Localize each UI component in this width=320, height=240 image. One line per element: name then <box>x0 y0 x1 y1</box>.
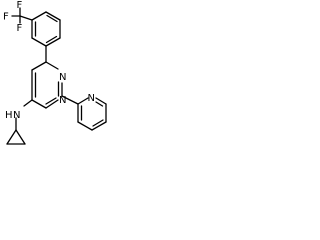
bond-ph-2 <box>45 11 61 21</box>
pyridine-nitrogen-label: N <box>88 93 95 104</box>
bond-pyd-3 <box>91 121 107 131</box>
amine-hydrogen-label: H <box>5 110 13 121</box>
bond-ph-double-2 <box>45 35 58 44</box>
bond-cp-1 <box>6 129 17 145</box>
bond-ph-1 <box>31 11 47 21</box>
bond-pyr-nh <box>23 99 33 107</box>
amine-nitrogen-label: N <box>13 110 20 121</box>
bond-pyr-double-3 <box>45 97 57 105</box>
bond-lines <box>6 7 107 145</box>
bond-pyr-3 <box>45 99 59 109</box>
atom-labels: F F F N N N H N <box>3 0 95 121</box>
fluorine-label-3: F <box>17 23 23 34</box>
chemical-structure: F F F N N N H N <box>3 0 107 145</box>
bond-pyd-double-3 <box>95 101 104 107</box>
bond-pyd-5 <box>95 97 107 105</box>
bond-pyd-6 <box>77 97 89 105</box>
bond-cf3-ring <box>19 15 33 21</box>
fluorine-label-2: F <box>3 12 9 23</box>
bond-ph-5 <box>31 37 47 47</box>
bond-pyr-pyd <box>61 95 79 105</box>
fluorine-label-1: F <box>17 0 23 11</box>
bond-pyr-1 <box>45 61 59 70</box>
pyrimidine-nitrogen-label-right: N <box>59 72 66 83</box>
bond-ph-4 <box>45 37 61 47</box>
bond-ph-double-1 <box>46 14 58 23</box>
bond-pyd-double-2 <box>92 119 104 127</box>
bond-pyr-6 <box>31 61 47 71</box>
bond-pyd-2 <box>77 121 93 131</box>
bond-pyr-4 <box>31 99 47 109</box>
bond-cp-3 <box>15 129 26 145</box>
pyrimidine-nitrogen-label-bottom: N <box>59 95 66 106</box>
